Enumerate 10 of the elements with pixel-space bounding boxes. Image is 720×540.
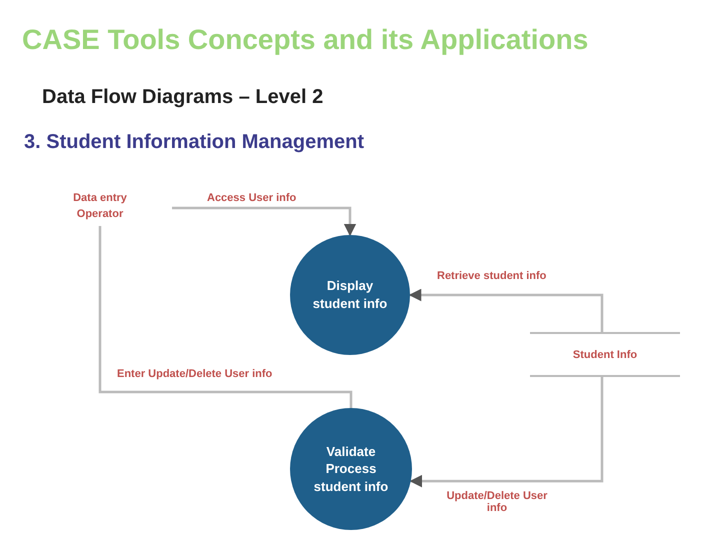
slide-title: CASE Tools Concepts and its Applications <box>22 24 588 56</box>
edge-label: Enter Update/Delete User info <box>115 368 274 380</box>
data-store: Student Info <box>530 332 680 377</box>
external-entity-label: Data entry Operator <box>62 186 138 226</box>
edge-label: Access User info <box>205 192 298 204</box>
section-heading: 3. Student Information Management <box>24 131 364 154</box>
process-circle: Validate Process student info <box>290 408 412 530</box>
edge-label: Retrieve student info <box>435 270 548 282</box>
process-circle: Display student info <box>290 235 410 355</box>
subtitle: Data Flow Diagrams – Level 2 <box>42 86 324 109</box>
